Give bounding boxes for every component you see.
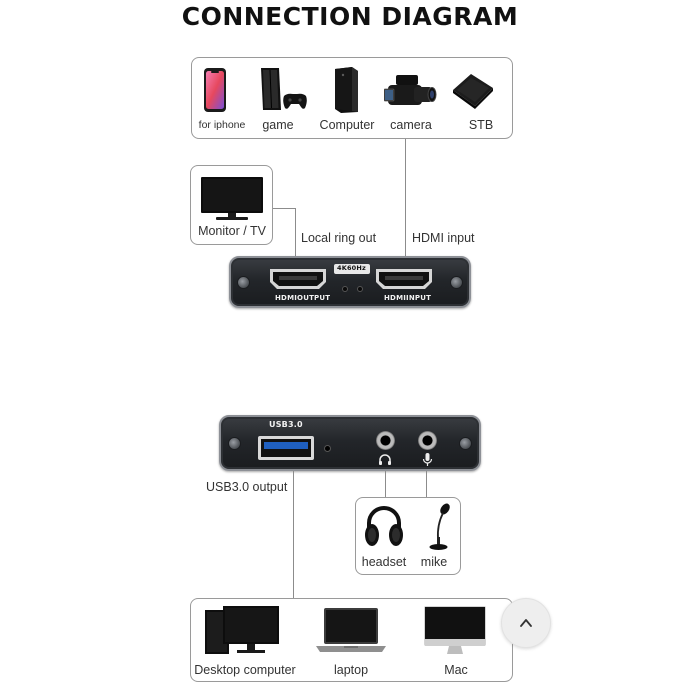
scroll-to-top-button[interactable]: [501, 598, 551, 648]
headphone-jack: [376, 431, 395, 450]
usb-port: [258, 436, 314, 460]
hdmi-output-label: HDMIOUTPUT: [275, 294, 331, 302]
source-label-game: game: [262, 118, 294, 132]
led-dot-left: [342, 286, 348, 292]
camcorder-icon: [384, 75, 437, 105]
source-label-stb: STB: [468, 118, 494, 132]
laptop-icon: [316, 608, 386, 652]
source-label-camera: camera: [390, 118, 432, 132]
screw-right: [450, 276, 463, 289]
game-console-icon: [261, 68, 307, 110]
screw-left: [228, 437, 241, 450]
monitor-label: Monitor / TV: [198, 224, 266, 238]
connector-mic: [426, 471, 427, 498]
source-label-computer: Computer: [319, 118, 375, 132]
audio-label-mike: mike: [420, 555, 448, 569]
set-top-box-icon: [453, 74, 493, 109]
usb-label: USB3.0: [269, 420, 303, 429]
connector-monitor-h: [273, 208, 295, 209]
chevron-up-icon: [520, 619, 532, 627]
audio-label-headset: headset: [361, 555, 407, 569]
phone-icon: [204, 68, 226, 112]
callout-usb-output: USB3.0 output: [206, 480, 288, 494]
diagram-title: CONNECTION DIAGRAM: [181, 2, 519, 31]
mic-symbol-icon: [422, 453, 433, 466]
headset-icon: [365, 506, 403, 546]
microphone-icon: [429, 503, 450, 550]
mic-jack: [418, 431, 437, 450]
computer-label-mac: Mac: [444, 663, 468, 677]
led-dot-right: [357, 286, 363, 292]
screw-right: [459, 437, 472, 450]
source-label-iphone: for iphone: [198, 119, 246, 131]
headphone-symbol-icon: [379, 454, 391, 465]
imac-icon: [424, 606, 486, 654]
desktop-computer-icon: [205, 606, 279, 654]
hdmi-input-label: HDMIINPUT: [384, 294, 432, 302]
connector-usb-to-computers: [293, 471, 294, 598]
monitor-icon: [201, 177, 263, 220]
callout-hdmi-input: HDMI input: [412, 231, 475, 245]
capture-device-front: HDMIOUTPUT 4K60Hz HDMIINPUT: [229, 256, 471, 308]
screw-left: [237, 276, 250, 289]
computer-tower-icon: [335, 67, 358, 113]
hdmi-input-port: [376, 269, 432, 289]
connector-headphone: [385, 471, 386, 498]
hdmi-output-port: [270, 269, 326, 289]
computer-label-desktop: Desktop computer: [194, 663, 296, 677]
resolution-badge: 4K60Hz: [334, 264, 370, 274]
callout-local-ring-out: Local ring out: [301, 231, 377, 245]
reset-hole: [324, 445, 331, 452]
connector-sources-to-hdmi-in: [405, 139, 406, 258]
connector-monitor-v: [295, 208, 296, 258]
computer-label-laptop: laptop: [333, 663, 369, 677]
capture-device-back: USB3.0: [219, 415, 481, 471]
